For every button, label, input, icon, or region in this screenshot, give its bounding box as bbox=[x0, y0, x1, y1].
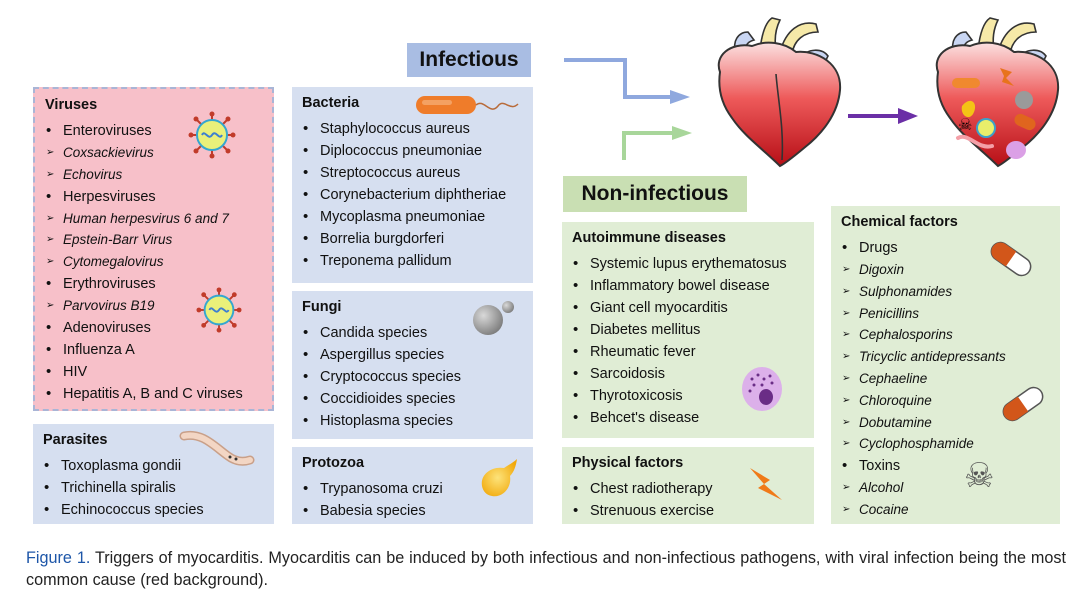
list-item: Cyclophosphamide bbox=[841, 433, 1050, 455]
list-item: Chest radiotherapy bbox=[572, 478, 804, 500]
list-item: Chloroquine bbox=[841, 390, 1050, 412]
list-item: Coxsackievirus bbox=[45, 142, 262, 164]
progression-arrow bbox=[848, 108, 918, 124]
list-item: Alcohol bbox=[841, 477, 1050, 499]
list-item: Human herpesvirus 6 and 7 bbox=[45, 208, 262, 230]
list-item: Strenuous exercise bbox=[572, 500, 804, 522]
list-item: Aspergillus species bbox=[302, 344, 523, 366]
fungi-list: Candida species Aspergillus species Cryp… bbox=[302, 322, 523, 432]
list-item: Mycoplasma pneumoniae bbox=[302, 206, 523, 228]
list-item: Tricyclic antidepressants bbox=[841, 346, 1050, 368]
immune-cell-icon bbox=[742, 367, 782, 411]
list-item: Echinococcus species bbox=[43, 499, 264, 521]
list-item: Echovirus bbox=[45, 164, 262, 186]
virus-icon bbox=[196, 287, 242, 333]
figure-label: Figure 1. bbox=[26, 549, 91, 567]
non-infectious-label: Non-infectious bbox=[563, 176, 747, 212]
capsule-icon bbox=[1002, 386, 1044, 422]
inflamed-heart-icon: ☠ bbox=[935, 17, 1060, 168]
physical-box: Physical factors Chest radiotherapy Stre… bbox=[562, 447, 814, 524]
svg-text:☠: ☠ bbox=[958, 115, 972, 134]
heart-icon bbox=[717, 17, 842, 168]
list-item: Toxins bbox=[841, 455, 1050, 477]
list-item: Herpesviruses bbox=[45, 186, 262, 208]
autoimmune-box: Autoimmune diseases Systemic lupus eryth… bbox=[562, 222, 814, 438]
caption-text: Triggers of myocarditis. Myocarditis can… bbox=[26, 549, 1066, 589]
physical-list: Chest radiotherapy Strenuous exercise bbox=[572, 478, 804, 522]
list-item: Histoplasma species bbox=[302, 410, 523, 432]
list-item: Hepatitis A, B and C viruses bbox=[45, 383, 262, 405]
parasites-box: Parasites Toxoplasma gondii Trichinella … bbox=[33, 424, 274, 524]
figure-caption: Figure 1. Triggers of myocarditis. Myoca… bbox=[26, 547, 1066, 591]
list-item: Parvovirus B19 bbox=[45, 295, 262, 317]
list-item: Sulphonamides bbox=[841, 281, 1050, 303]
list-item: HIV bbox=[45, 361, 262, 383]
list-item: Candida species bbox=[302, 322, 523, 344]
parasites-list: Toxoplasma gondii Trichinella spiralis E… bbox=[43, 455, 264, 521]
list-item: Enteroviruses bbox=[45, 120, 262, 142]
list-item: Penicillins bbox=[841, 303, 1050, 325]
list-item: Streptococcus aureus bbox=[302, 162, 523, 184]
infectious-arrow bbox=[564, 58, 690, 104]
list-item: Diplococcus pneumoniae bbox=[302, 140, 523, 162]
list-item: Cephaeline bbox=[841, 368, 1050, 390]
list-item: Cryptococcus species bbox=[302, 366, 523, 388]
protozoan-icon bbox=[481, 459, 517, 497]
list-item: Borrelia burgdorferi bbox=[302, 228, 523, 250]
list-item: Giant cell myocarditis bbox=[572, 297, 804, 319]
list-item: Drugs bbox=[841, 237, 1050, 259]
list-item: Rheumatic fever bbox=[572, 341, 804, 363]
list-item: Coccidioides species bbox=[302, 388, 523, 410]
infectious-label: Infectious bbox=[407, 43, 531, 77]
list-item: Epstein-Barr Virus bbox=[45, 229, 262, 251]
bacteria-title: Bacteria bbox=[302, 95, 360, 111]
list-item: Cephalosporins bbox=[841, 324, 1050, 346]
protozoa-title: Protozoa bbox=[302, 455, 365, 471]
fungus-spore-icon bbox=[473, 301, 514, 335]
list-item: Babesia species bbox=[302, 500, 523, 522]
bacteria-box: Bacteria Staphylococcus aureus Diplococc… bbox=[292, 87, 533, 283]
list-item: Trichinella spiralis bbox=[43, 477, 264, 499]
virus-icon bbox=[188, 111, 236, 159]
bacteria-list: Staphylococcus aureus Diplococcus pneumo… bbox=[302, 118, 523, 272]
list-item: Sarcoidosis bbox=[572, 363, 804, 385]
capsule-icon bbox=[990, 241, 1032, 277]
autoimmune-list: Systemic lupus erythematosus Inflammator… bbox=[572, 253, 804, 429]
list-item: Trypanosoma cruzi bbox=[302, 478, 523, 500]
list-item: Behcet's disease bbox=[572, 407, 804, 429]
viruses-box: Viruses EnterovirusesCoxsackievirusEchov… bbox=[33, 87, 274, 411]
non-infectious-arrow bbox=[622, 126, 692, 160]
list-item: Diabetes mellitus bbox=[572, 319, 804, 341]
list-item: Systemic lupus erythematosus bbox=[572, 253, 804, 275]
list-item: Toxoplasma gondii bbox=[43, 455, 264, 477]
list-item: Influenza A bbox=[45, 339, 262, 361]
chemical-box: Chemical factors DrugsDigoxinSulphonamid… bbox=[831, 206, 1060, 524]
protozoa-list: Trypanosoma cruzi Babesia species bbox=[302, 478, 523, 522]
viruses-title: Viruses bbox=[45, 97, 98, 113]
list-item: Digoxin bbox=[841, 259, 1050, 281]
list-item: Adenoviruses bbox=[45, 317, 262, 339]
list-item: Thyrotoxicosis bbox=[572, 385, 804, 407]
list-item: Dobutamine bbox=[841, 412, 1050, 434]
chemical-title: Chemical factors bbox=[841, 214, 958, 230]
parasites-title: Parasites bbox=[43, 432, 108, 448]
list-item: Treponema pallidum bbox=[302, 250, 523, 272]
viruses-list: EnterovirusesCoxsackievirusEchovirusHerp… bbox=[45, 120, 262, 405]
list-item: Cocaine bbox=[841, 499, 1050, 521]
autoimmune-title: Autoimmune diseases bbox=[572, 230, 726, 246]
chemical-list: DrugsDigoxinSulphonamidesPenicillinsCeph… bbox=[841, 237, 1050, 521]
list-item: Inflammatory bowel disease bbox=[572, 275, 804, 297]
list-item: Cytomegalovirus bbox=[45, 251, 262, 273]
list-item: Corynebacterium diphtheriae bbox=[302, 184, 523, 206]
bacterium-icon bbox=[416, 96, 519, 114]
lightning-icon bbox=[750, 468, 782, 500]
list-item: Erythroviruses bbox=[45, 273, 262, 295]
skull-crossbones-icon: ☠ bbox=[964, 456, 995, 496]
parasite-worm-icon bbox=[179, 430, 255, 466]
fungi-title: Fungi bbox=[302, 299, 342, 315]
physical-title: Physical factors bbox=[572, 455, 684, 471]
list-item: Staphylococcus aureus bbox=[302, 118, 523, 140]
